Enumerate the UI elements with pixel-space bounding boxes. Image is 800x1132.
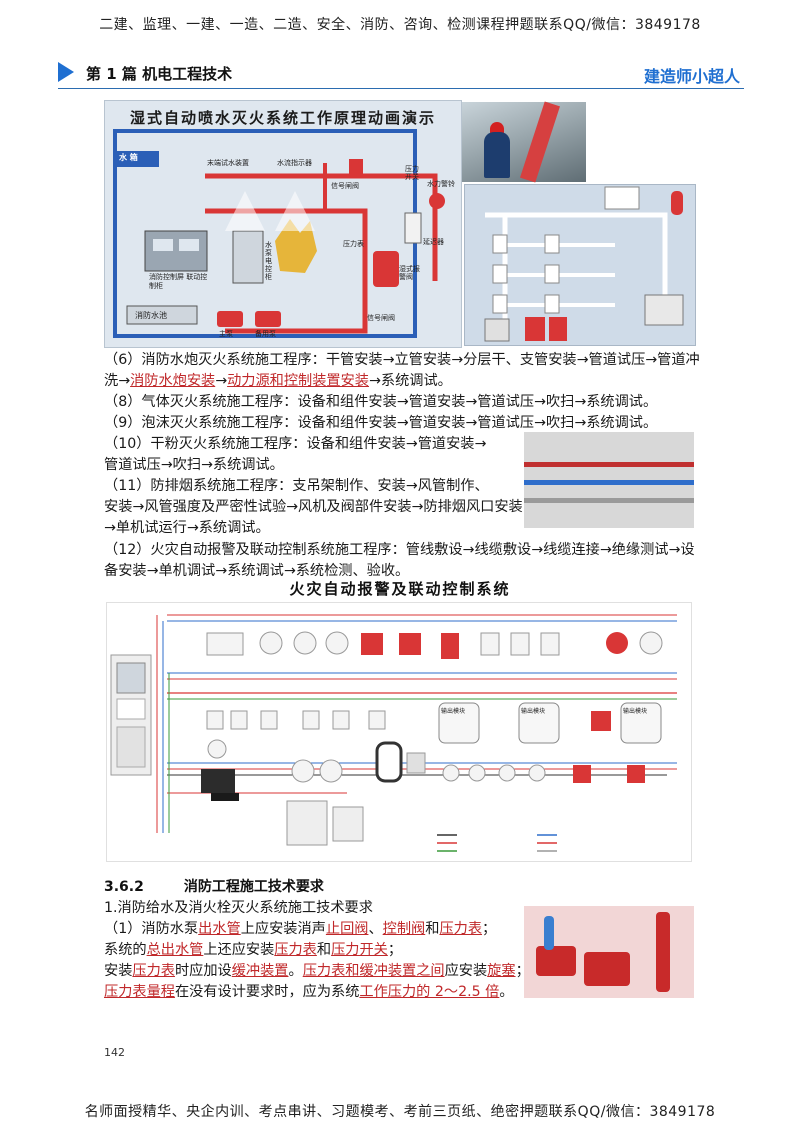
top-banner: 二建、监理、一建、一造、二造、安全、消防、咨询、检测课程押题联系QQ/微信：38… (99, 17, 701, 33)
highlight-monitor-install: 消防水炮安装 (130, 373, 216, 389)
module-label-3: 输出模块 (623, 708, 648, 715)
chapter-arrow-icon (58, 62, 74, 82)
label-delay-device: 延迟器 (423, 238, 444, 246)
label-signal-valve: 信号闸阀 (331, 182, 359, 190)
module-label-1: 输出模块 (441, 708, 466, 715)
label-test-device: 末端试水装置 (207, 159, 249, 167)
para-8: （8）气体灭火系统施工程序：设备和组件安装→管道安装→管道试压→吹扫→系统调试。 (104, 394, 658, 410)
req-line-1: （1）消防水泵出水管上应安装消声止回阀、控制阀和压力表； (104, 921, 497, 937)
highlight-power-control-install: 动力源和控制装置安装 (227, 373, 369, 389)
chapter-title: 第 1 篇 机电工程技术 (86, 65, 233, 83)
para-12-line2: 备安装→单机调试→系统调试→系统检测、验收。 (104, 563, 410, 579)
wet-sprinkler-schematic (113, 129, 445, 338)
piping-layout-diagram (464, 184, 696, 346)
req-line-3: 安装压力表时应加设缓冲装置。压力表和缓冲装置之间应安装旋塞； (104, 963, 530, 979)
para-9: （9）泡沫灭火系统施工程序：设备和组件安装→管道安装→管道试压→吹扫→系统调试。 (104, 415, 658, 431)
para-10-line2: 管道试压→吹扫→系统调试。 (104, 457, 284, 473)
site-photo-fire-monitor (462, 101, 586, 183)
chapter-brand: 建造师小超人 (643, 67, 740, 86)
label-signal-valve-2: 信号闸阀 (367, 314, 395, 322)
para-6-line1: （6）消防水炮灭火系统施工程序：干管安装→立管安装→分层干、支管安装→管道试压→… (104, 352, 700, 368)
label-main-pump: 主泵 (219, 330, 233, 338)
label-pressure-gauge: 压力表 (343, 240, 364, 248)
piping-schematic (484, 186, 684, 342)
subsection-1: 1.消防给水及消火栓灭火系统施工技术要求 (104, 900, 373, 916)
para-11-line1: （11）防排烟系统施工程序：支吊架制作、安装→风管制作、 (104, 478, 489, 494)
site-photo-pumps (524, 906, 694, 998)
label-pressure-switch: 压力开关 (405, 165, 419, 181)
req-line-2: 系统的总出水管上还应安装压力表和压力开关； (104, 942, 403, 958)
site-photo-ducts (524, 432, 694, 528)
label-pool: 消防水池 (135, 311, 167, 320)
chapter-bar (58, 60, 744, 89)
diagram-title: 湿式自动喷水灭火系统工作原理动画演示 (129, 109, 436, 127)
label-standby-pump: 备用泵 (255, 330, 276, 338)
alarm-system-title: 火灾自动报警及联动控制系统 (289, 580, 511, 598)
label-pump-controller: 水泵电控柜 (265, 241, 272, 281)
label-alarm-valve: 湿式报警阀 (399, 265, 420, 281)
para-11-line2: 安装→风管强度及严密性试验→风机及阀部件安装→防排烟风口安装 (104, 499, 523, 515)
label-flow-indicator: 水流指示器 (277, 159, 312, 167)
para-11-line3: →单机试运行→系统调试。 (104, 520, 270, 536)
fire-alarm-schematic (110, 614, 677, 852)
module-label-2: 输出模块 (521, 708, 546, 715)
page-number: 142 (104, 1046, 125, 1059)
para-6-line2: 洗→消防水炮安装→动力源和控制装置安装→系统调试。 (104, 373, 452, 389)
label-alarm-bell: 水力警铃 (427, 180, 455, 188)
para-10-line1: （10）干粉灭火系统施工程序：设备和组件安装→管道安装→ (104, 436, 487, 452)
para-12-line1: （12）火灾自动报警及联动控制系统施工程序：管线敷设→线缆敷设→线缆连接→绝缘测… (104, 542, 695, 558)
label-control-panel: 消防控制屏 联动控制柜 (149, 273, 208, 290)
bottom-banner: 名师面授精华、央企内训、考点串讲、习题模考、考前三页纸、绝密押题联系QQ/微信：… (84, 1104, 716, 1120)
fire-alarm-system-diagram: 输出模块 输出模块 输出模块 (106, 602, 692, 862)
req-line-4: 压力表量程在没有设计要求时，应为系统工作压力的 2～2.5 倍。 (104, 984, 514, 1000)
wet-sprinkler-diagram: 湿式自动喷水灭火系统工作原理动画演示 水 箱 末端试水装置 水流指示器 (104, 100, 462, 348)
label-tank: 水 箱 (119, 153, 138, 162)
